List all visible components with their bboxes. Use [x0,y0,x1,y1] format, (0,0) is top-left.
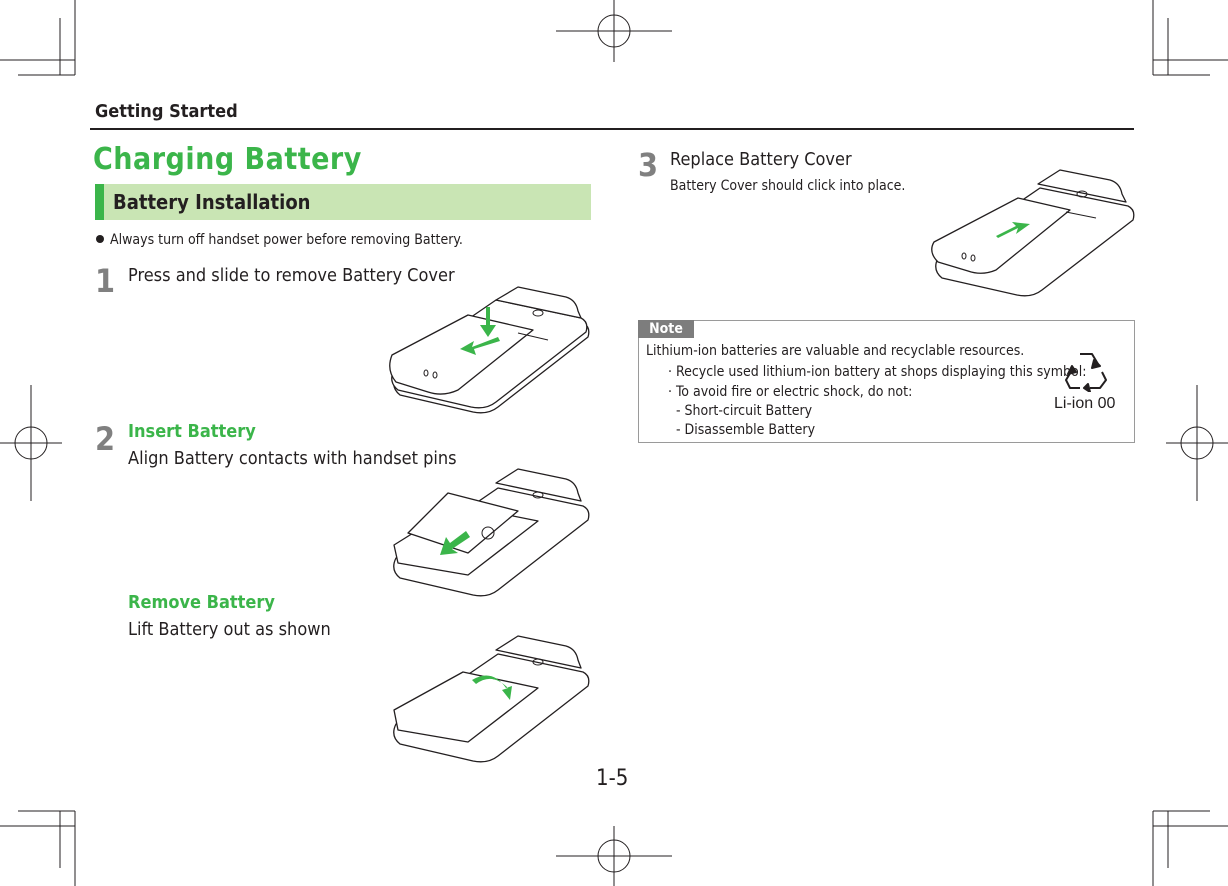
subheading-banner: Battery Installation [95,184,591,220]
step-2-number: 2 [95,420,116,458]
step-1-title: Press and slide to remove Battery Cover [128,265,455,286]
page-title: Charging Battery [93,142,362,177]
recycle-symbol-label: Li-ion 00 [1054,395,1116,412]
phone-lift-battery-illustration [393,635,590,763]
note-box [638,320,1135,443]
subheading-text: Battery Installation [113,190,311,214]
step-3-desc: Battery Cover should click into place. [670,178,906,194]
bullet-dot-icon [96,235,104,243]
note-main: Lithium-ion batteries are valuable and r… [646,343,1024,359]
page-number: 1-5 [596,766,629,791]
bullet-text: Always turn off handset power before rem… [110,232,463,248]
note-sub-2: · To avoid fire or electric shock, do no… [668,384,913,400]
remove-battery-title: Remove Battery [128,592,275,613]
note-main-text: Lithium-ion batteries are valuable and r… [646,343,1025,359]
section-label: Getting Started [95,101,238,122]
subheading-accent-bar [95,184,104,220]
step-3-number: 3 [638,146,659,184]
step-2-desc: Align Battery contacts with handset pins [128,448,457,469]
remove-battery-desc: Lift Battery out as shown [128,619,331,640]
note-sub-3: - Short-circuit Battery [676,403,813,419]
bullet-item: Always turn off handset power before rem… [96,232,463,248]
step-3-title: Replace Battery Cover [670,149,852,170]
phone-remove-cover-illustration [389,286,590,414]
step-2-title: Insert Battery [128,421,256,442]
note-sub-4: - Disassemble Battery [676,422,816,438]
recycle-icon [1065,353,1107,392]
phone-replace-cover-illustration [931,169,1135,297]
header-rule [90,128,1134,130]
phone-insert-battery-illustration [393,468,590,597]
step-1-number: 1 [95,262,116,300]
note-sub-1: · Recycle used lithium-ion battery at sh… [668,364,1087,380]
note-label: Note [638,320,694,338]
